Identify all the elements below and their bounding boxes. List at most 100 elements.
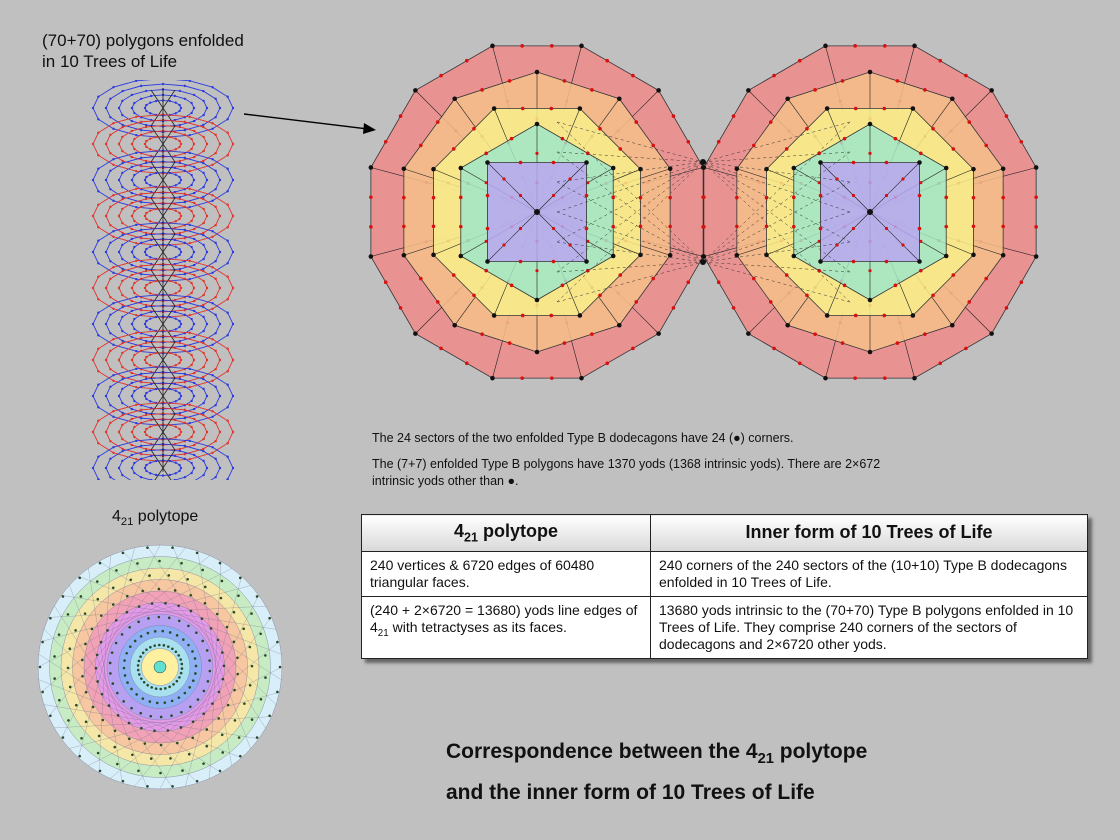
tree-yod-dot: [179, 430, 183, 434]
dashed-line: [702, 151, 851, 263]
tree-yod-dot: [149, 389, 152, 392]
tree-yod-dot: [214, 385, 217, 389]
polytope-vertex: [130, 706, 133, 710]
tree-yod-dot: [149, 101, 152, 104]
polytope-edge: [43, 704, 259, 739]
corner-dot: [368, 254, 374, 259]
polytope-vertex: [179, 671, 183, 675]
tree-yod-dot: [145, 433, 148, 437]
tree-yod-dot: [112, 127, 115, 130]
sector-line: [487, 211, 538, 262]
yod-dot: [598, 293, 602, 298]
enfolded-polygon-edge: [162, 207, 182, 225]
yod-dot: [611, 195, 616, 200]
tree-yod-dot: [168, 387, 172, 391]
tree-yod-dot: [130, 322, 134, 326]
yod-dot: [638, 195, 643, 200]
polytope-vertex: [120, 633, 124, 636]
yod-dot: [586, 268, 590, 273]
polytope-vertex: [217, 717, 220, 720]
tree-yod-dot: [121, 221, 124, 225]
tree-yod-dot: [112, 86, 115, 89]
enfolded-polygon-edge: [162, 227, 221, 277]
tree-yod-dot: [130, 119, 134, 123]
tree-yod-dot: [149, 220, 152, 223]
tree-yod-dot: [121, 159, 124, 163]
tree-yod-dot: [121, 195, 124, 199]
polytope-vertex: [219, 596, 223, 600]
tree-yod-dot: [202, 267, 205, 271]
yod-dot: [562, 79, 567, 83]
page-heading: Correspondence between the 421 polytope …: [446, 735, 1046, 810]
yod-dot: [967, 300, 972, 304]
corner-dot: [584, 259, 589, 264]
tree-yod-dot: [133, 353, 136, 357]
polytope-vertex: [68, 647, 72, 651]
corner-dot: [490, 375, 495, 381]
tree-yod-dot: [91, 358, 95, 362]
tree-yod-dot: [139, 344, 143, 348]
corner-dot: [824, 313, 830, 318]
yod-dot: [901, 243, 905, 247]
yod-dot: [923, 332, 927, 336]
tree-yod-dot: [112, 410, 115, 413]
tree-yod-dot: [174, 245, 177, 248]
yod-dot: [967, 120, 972, 124]
corner-dot: [579, 375, 584, 381]
polytope-vertex: [208, 659, 211, 662]
polytope-vertex: [164, 601, 167, 605]
tree-yod-dot: [211, 338, 214, 341]
polytope-vertex: [208, 669, 212, 673]
table-cell-vertices: 240 vertices & 6720 edges of 60480 trian…: [361, 550, 651, 597]
tree-yod-dot: [188, 457, 191, 461]
polytope-vertex: [116, 714, 120, 717]
tree-yod-dot: [214, 205, 217, 209]
polytope-vertex: [127, 737, 131, 740]
polytope-edge: [54, 716, 272, 729]
polytope-vertex: [41, 640, 44, 644]
yod-dot: [923, 88, 927, 92]
tree-yod-dot: [121, 423, 124, 427]
tree-yod-dot: [145, 469, 148, 473]
tree-yod-dot: [112, 271, 115, 274]
tree-yod-dot: [133, 389, 136, 393]
tree-yod-dot: [135, 115, 138, 119]
corner-dot: [610, 253, 616, 259]
tree-yod-dot: [144, 231, 148, 235]
polytope-vertex: [238, 754, 242, 758]
tree-yod-dot: [202, 365, 205, 369]
tree-yod-dot: [231, 178, 235, 182]
polytope-vertex: [116, 762, 119, 766]
tree-yod-dot: [183, 444, 187, 448]
yod-dot: [768, 120, 773, 124]
tree-yod-dot: [139, 408, 143, 412]
polytope-vertex: [167, 616, 171, 620]
dashed-line: [556, 151, 704, 163]
enfolded-polygon-edge: [105, 263, 164, 313]
tree-yod-dot: [183, 300, 187, 304]
tree-yod-dot: [202, 377, 205, 381]
tree-yod-dot: [218, 358, 222, 362]
polytope-vertex: [139, 655, 142, 658]
enfolded-polygon-edge: [144, 459, 164, 477]
tree-yod-dot: [190, 425, 193, 429]
tree-yod-dot: [144, 89, 148, 93]
tree-yod-dot: [202, 387, 205, 391]
tree-yod-dot: [117, 286, 121, 290]
tree-yod-dot: [173, 346, 177, 350]
enfolded-polygon-edge: [162, 171, 182, 189]
tree-yod-dot: [139, 272, 143, 276]
tree-yod-dot: [178, 375, 182, 379]
tree-yod-dot: [145, 175, 148, 179]
yod-dot: [535, 151, 539, 155]
yod-dot: [884, 226, 889, 231]
tree-yod-dot: [135, 259, 138, 263]
tree-yod-dot: [174, 400, 177, 403]
polytope-vertex: [186, 577, 189, 581]
polytope-vertex: [96, 597, 100, 601]
tree-yod-dot: [109, 295, 112, 299]
yod-dot: [551, 226, 556, 231]
tree-yod-dot: [173, 130, 177, 134]
polytope-vertex: [135, 693, 138, 696]
tree-yod-dot: [139, 385, 143, 388]
